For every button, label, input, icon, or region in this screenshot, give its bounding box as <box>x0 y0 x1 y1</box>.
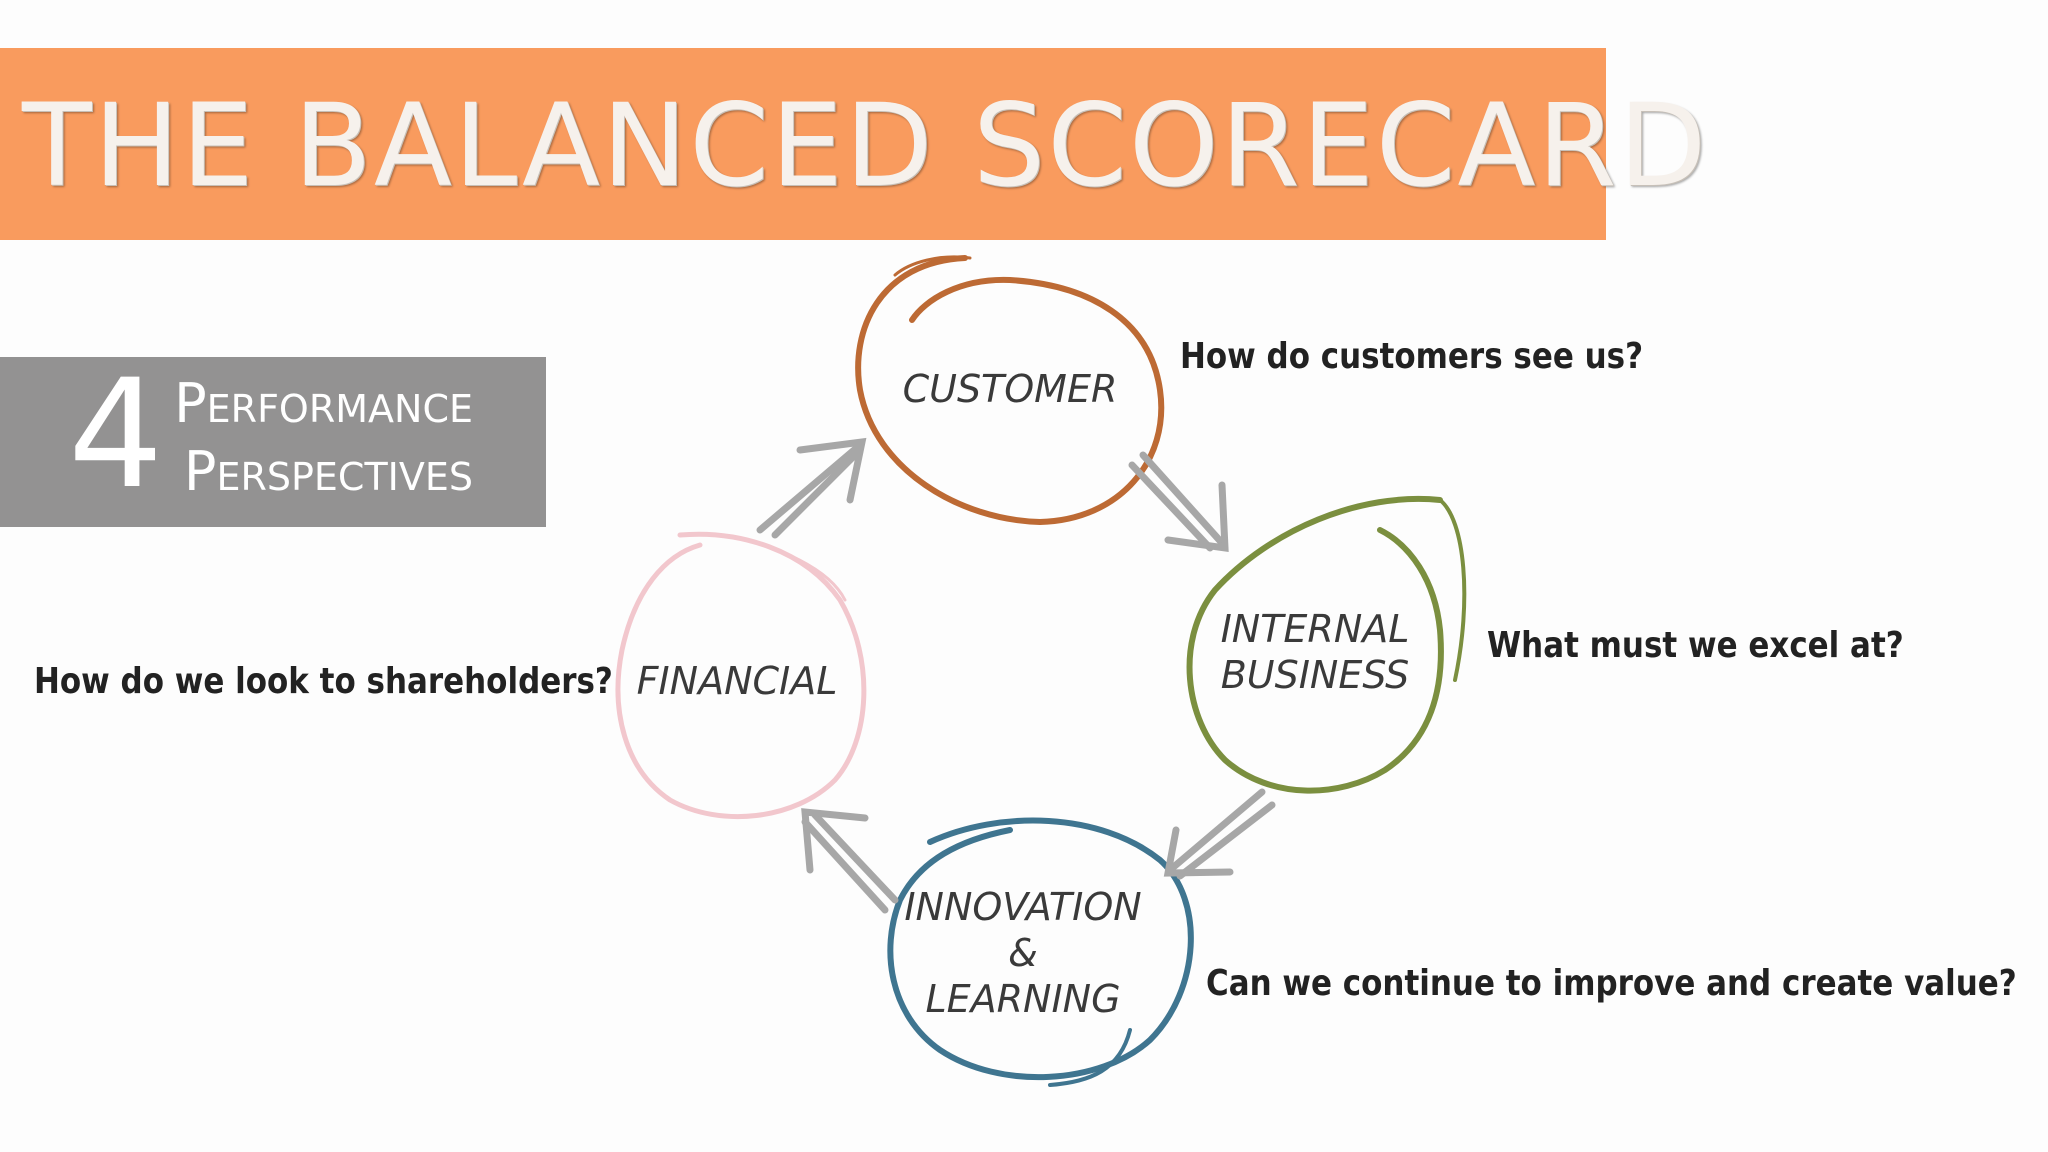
arrow-customer-to-internal <box>1128 451 1229 553</box>
innovation-learning-question: Can we continue to improve and create va… <box>1206 963 2017 1004</box>
customer-question: How do customers see us? <box>1180 336 1644 377</box>
customer-label: CUSTOMER <box>890 366 1130 412</box>
customer-circle <box>855 255 1165 526</box>
title-banner <box>0 48 1606 240</box>
arrow-innovation-to-financial <box>801 808 899 914</box>
innovation-learning-label-line-1: INNOVATION <box>904 885 1142 929</box>
financial-label-text: FINANCIAL <box>636 659 838 703</box>
slide-title: THE BALANCED SCORECARD <box>22 79 1709 212</box>
customer-label-text: CUSTOMER <box>902 367 1118 411</box>
perspectives-box <box>0 357 546 527</box>
innovation-learning-label: INNOVATION & LEARNING <box>888 884 1158 1022</box>
perspectives-line-1: Performance <box>174 372 473 435</box>
internal-business-label-line-2: BUSINESS <box>1220 653 1410 697</box>
internal-business-circle <box>1186 496 1467 794</box>
internal-business-label: INTERNAL BUSINESS <box>1200 606 1430 698</box>
innovation-learning-label-line-2: & <box>1008 931 1038 975</box>
innovation-learning-label-line-3: LEARNING <box>925 977 1121 1021</box>
financial-label: FINANCIAL <box>622 658 852 704</box>
internal-business-question: What must we excel at? <box>1487 625 1904 666</box>
perspectives-line-2: Perspectives <box>183 440 473 503</box>
financial-question: How do we look to shareholders? <box>34 661 613 702</box>
internal-business-label-line-1: INTERNAL <box>1220 607 1410 651</box>
arrow-financial-to-customer <box>756 437 867 539</box>
perspectives-number: 4 <box>68 348 164 522</box>
financial-circle <box>615 531 867 819</box>
arrow-internal-to-innovation <box>1163 788 1276 880</box>
innovation-learning-circle <box>887 817 1194 1087</box>
